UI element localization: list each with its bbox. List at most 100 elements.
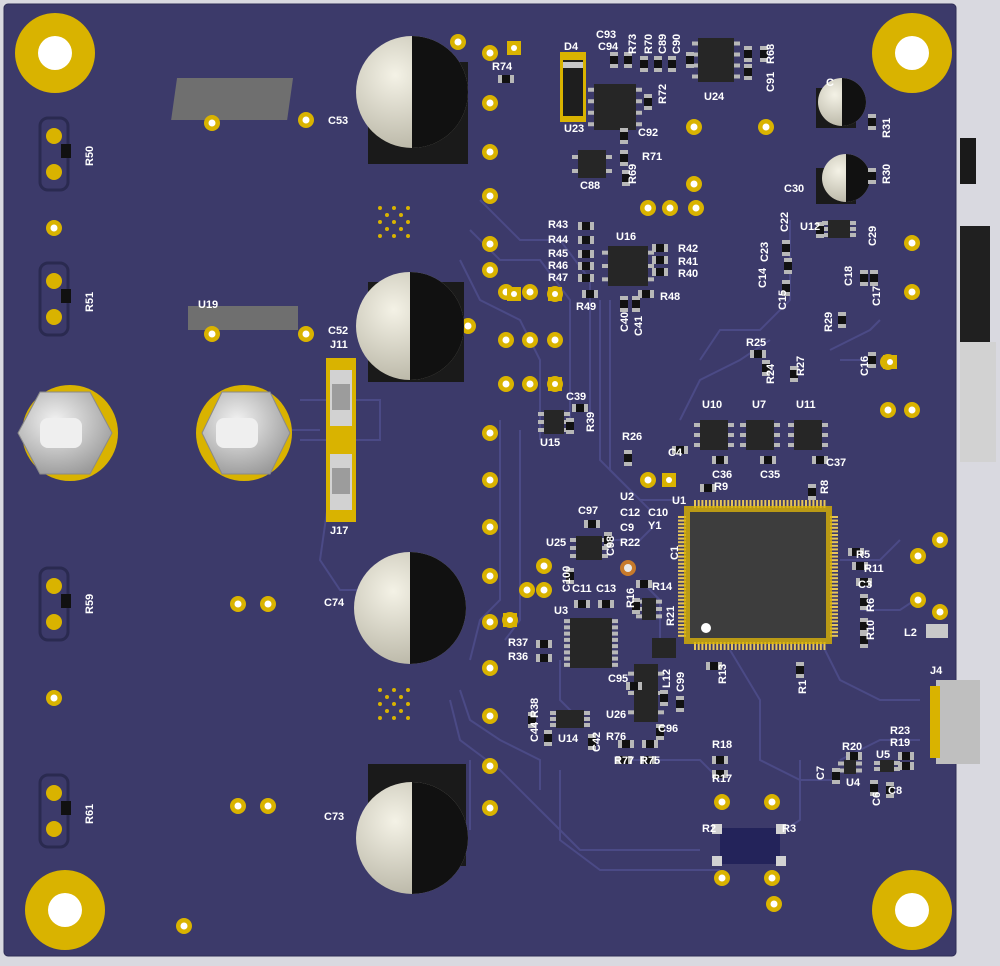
ic-pin xyxy=(602,250,608,255)
smd-pad xyxy=(724,456,728,464)
pad-drill xyxy=(234,802,242,810)
ic-u5 xyxy=(880,760,894,772)
via xyxy=(392,702,396,706)
pad-drill xyxy=(302,116,310,124)
ic-pin xyxy=(822,233,828,237)
pad-drill xyxy=(552,291,558,297)
pad-drill xyxy=(908,406,916,414)
smd-pad xyxy=(624,462,632,466)
smd-pad xyxy=(638,290,642,298)
ic-pin xyxy=(728,443,734,447)
label-c14: C14 xyxy=(757,267,769,288)
crystal-top xyxy=(624,564,632,572)
smd-component xyxy=(578,274,594,282)
label-r10: R10 xyxy=(865,620,877,640)
smd-pad xyxy=(868,352,876,356)
via xyxy=(378,206,382,210)
capacitor-c53 xyxy=(356,36,468,164)
label-c6: C6 xyxy=(871,792,883,806)
label-l2: L2 xyxy=(904,627,917,639)
smd-pad xyxy=(744,46,752,50)
label-c97: C97 xyxy=(578,505,598,517)
label-r18: R18 xyxy=(712,739,732,751)
pad-drill xyxy=(526,336,534,344)
mcu-pin xyxy=(678,573,686,576)
mcu-pin xyxy=(678,537,686,540)
smd-component xyxy=(676,696,684,712)
ic-pin xyxy=(636,614,642,619)
mcu-pin xyxy=(797,500,800,508)
label-c10: C10 xyxy=(648,507,668,519)
ic-pin xyxy=(822,433,828,437)
pad-drill xyxy=(502,336,510,344)
pad-drill xyxy=(552,381,558,387)
mcu-pin xyxy=(786,642,789,650)
mcu-pin xyxy=(712,500,715,508)
label-r25: R25 xyxy=(746,337,766,349)
smd-pad xyxy=(624,52,632,56)
smd-pad xyxy=(796,674,804,678)
smd-component xyxy=(578,250,594,258)
smd-component xyxy=(620,150,628,166)
mcu-pin xyxy=(678,631,686,634)
mcu-pin xyxy=(830,577,838,580)
ic-u3 xyxy=(570,618,612,668)
ic-pin xyxy=(538,412,544,416)
pad-drill xyxy=(486,148,494,156)
smd-pad xyxy=(632,598,640,602)
smd-pad xyxy=(536,640,540,648)
pad-drill xyxy=(540,586,548,594)
label-r75: R75 xyxy=(640,755,660,767)
pad-drill xyxy=(914,552,922,560)
mcu-pin xyxy=(678,627,686,630)
pad-drill xyxy=(486,664,494,672)
smd-pad xyxy=(856,578,860,586)
smd-component xyxy=(868,168,876,184)
smd-component xyxy=(808,484,816,500)
board-substrate xyxy=(3,3,957,957)
label-c40: C40 xyxy=(619,312,631,332)
smd-pad xyxy=(590,236,594,244)
label-c8: C8 xyxy=(888,785,902,797)
smd-component xyxy=(898,752,914,760)
mcu-pin xyxy=(793,642,796,650)
pad-drill xyxy=(50,694,58,702)
label-c90: C90 xyxy=(671,34,683,54)
smd-component xyxy=(760,456,776,464)
label-r46: R46 xyxy=(548,260,568,272)
smd-component xyxy=(578,236,594,244)
ic-pin xyxy=(612,662,618,667)
led-pad xyxy=(46,273,62,289)
mcu-pin xyxy=(790,642,793,650)
capacitor-small-top xyxy=(816,78,866,128)
label-c36: C36 xyxy=(712,469,732,481)
mcu-pin xyxy=(678,559,686,562)
pad-drill xyxy=(887,359,893,365)
ic-u23 xyxy=(594,84,636,130)
led-pad xyxy=(46,128,62,144)
smd-pad xyxy=(654,740,658,748)
label-r2: R2 xyxy=(702,823,716,835)
smd-pad xyxy=(838,312,846,316)
mcu-pin xyxy=(678,526,686,529)
ic-pin xyxy=(788,433,794,437)
smd-pad xyxy=(544,730,552,734)
smd-pad xyxy=(528,724,536,728)
smd-component xyxy=(760,46,768,62)
ic-pin xyxy=(588,122,594,127)
smd-pad xyxy=(610,600,614,608)
smd-pad xyxy=(676,696,684,700)
smd-pad xyxy=(760,46,768,50)
smd-component xyxy=(750,350,766,358)
smd-pad xyxy=(632,296,640,300)
led-body xyxy=(61,289,71,303)
smd-component xyxy=(700,484,716,492)
label-c91: C91 xyxy=(765,72,777,92)
label-r3: R3 xyxy=(782,823,796,835)
pad-drill xyxy=(718,798,726,806)
mcu-pin xyxy=(678,595,686,598)
smd-pad xyxy=(898,752,902,760)
pad-drill xyxy=(502,380,510,388)
mcu-pin xyxy=(678,541,686,544)
pad-drill xyxy=(718,874,726,882)
